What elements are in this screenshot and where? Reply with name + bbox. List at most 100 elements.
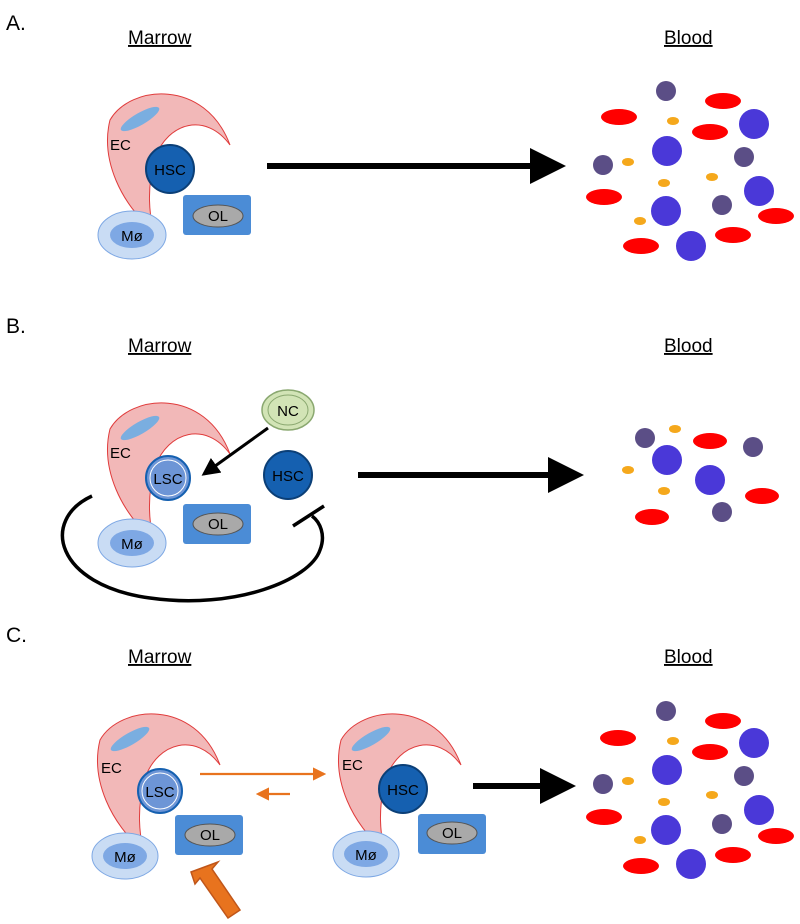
wbc	[651, 196, 681, 226]
marrow-title-a: Marrow	[128, 28, 192, 49]
panel-c: C. Marrow Blood EC LSC OL Mø EC HSC	[6, 624, 794, 920]
wbc	[593, 774, 613, 794]
platelet	[667, 117, 679, 125]
wbc	[676, 231, 706, 261]
ol-label-c-right: OL	[442, 825, 462, 842]
rbc	[715, 847, 751, 863]
ol-label-c-left: OL	[200, 827, 220, 844]
hsc-cell-a	[145, 144, 195, 194]
hsc-cell-c	[378, 764, 428, 814]
platelet	[667, 737, 679, 745]
ec-nucleus-c-right	[351, 726, 391, 752]
wbc	[652, 755, 682, 785]
blood-title-c: Blood	[664, 647, 713, 668]
rbc	[586, 809, 622, 825]
lsc-cell-b	[145, 455, 191, 501]
rbc	[601, 109, 637, 125]
wbc	[593, 155, 613, 175]
mac-label-c-left: Mø	[114, 849, 136, 866]
rbc	[692, 744, 728, 760]
panel-label-c: C.	[6, 624, 27, 647]
macrophage-nucleus-a	[110, 222, 154, 248]
blood-title-b: Blood	[664, 336, 713, 357]
lsc-cell-inner-b	[149, 459, 187, 497]
rbc	[623, 858, 659, 874]
rbc	[635, 509, 669, 525]
wbc	[652, 136, 682, 166]
blood-title-a: Blood	[664, 28, 713, 49]
osteoblast-oval-b	[192, 512, 244, 536]
stimulus-arrow-c	[190, 860, 242, 920]
rbc	[693, 433, 727, 449]
mac-label-a: Mø	[121, 228, 143, 245]
ec-label-c-right: EC	[342, 757, 363, 774]
wbc	[651, 815, 681, 845]
platelet	[658, 487, 670, 495]
wbc	[712, 195, 732, 215]
ol-label-a: OL	[208, 208, 228, 225]
marrow-title-c: Marrow	[128, 647, 192, 668]
hsc-cell-b	[263, 450, 313, 500]
rbc	[705, 93, 741, 109]
lsc-cell-c	[137, 768, 183, 814]
platelet	[706, 791, 718, 799]
platelet	[658, 798, 670, 806]
wbc	[652, 445, 682, 475]
platelet	[634, 217, 646, 225]
platelet	[622, 466, 634, 474]
rbc	[745, 488, 779, 504]
wbc	[739, 109, 769, 139]
blood-cells-c	[586, 701, 794, 879]
mac-label-c-right: Mø	[355, 847, 377, 864]
hsc-label-a: HSC	[154, 162, 186, 179]
rbc	[623, 238, 659, 254]
blood-cells-a	[586, 81, 794, 261]
wbc	[695, 465, 725, 495]
macrophage-nucleus-c-left	[103, 843, 147, 869]
platelet	[658, 179, 670, 187]
platelet	[634, 836, 646, 844]
nc-label-b: NC	[277, 403, 299, 420]
rbc	[715, 227, 751, 243]
mac-label-b: Mø	[121, 536, 143, 553]
ec-nucleus-a	[120, 106, 160, 132]
panel-label-a: A.	[6, 12, 26, 35]
endothelial-cell-c-left	[97, 713, 221, 852]
osteoblast-oval-c-left	[184, 823, 236, 847]
wbc	[734, 766, 754, 786]
panel-label-b: B.	[6, 315, 26, 338]
platelet	[622, 777, 634, 785]
osteoblast-oval-a	[192, 204, 244, 228]
wbc	[712, 814, 732, 834]
wbc	[712, 502, 732, 522]
marrow-title-b: Marrow	[128, 336, 192, 357]
wbc	[744, 795, 774, 825]
macrophage-nucleus-b	[110, 530, 154, 556]
nc-to-lsc-arrow-b	[201, 426, 269, 476]
marrow-gap-edge-b	[292, 504, 325, 528]
platelet	[706, 173, 718, 181]
wbc	[743, 437, 763, 457]
rbc	[758, 208, 794, 224]
hsc-label-b: HSC	[272, 468, 304, 485]
ec-nucleus-c-left	[110, 726, 150, 752]
ol-label-b: OL	[208, 516, 228, 533]
wbc	[635, 428, 655, 448]
panel-b: B. Marrow Blood EC LSC NC HSC OL Mø	[6, 315, 779, 603]
rbc	[600, 730, 636, 746]
panel-a: A. Marrow Blood EC HSC OL Mø	[6, 12, 794, 261]
ec-label-a: EC	[110, 137, 131, 154]
nc-cell-inner-b	[267, 394, 309, 426]
wbc	[739, 728, 769, 758]
wbc	[734, 147, 754, 167]
hsc-label-c: HSC	[387, 782, 419, 799]
rbc	[692, 124, 728, 140]
lsc-label-b: LSC	[153, 471, 182, 488]
ec-label-b: EC	[110, 445, 131, 462]
osteoblast-oval-c-right	[426, 821, 478, 845]
nc-cell-b	[261, 389, 315, 431]
rbc	[586, 189, 622, 205]
lsc-label-c: LSC	[145, 784, 174, 801]
wbc	[676, 849, 706, 879]
